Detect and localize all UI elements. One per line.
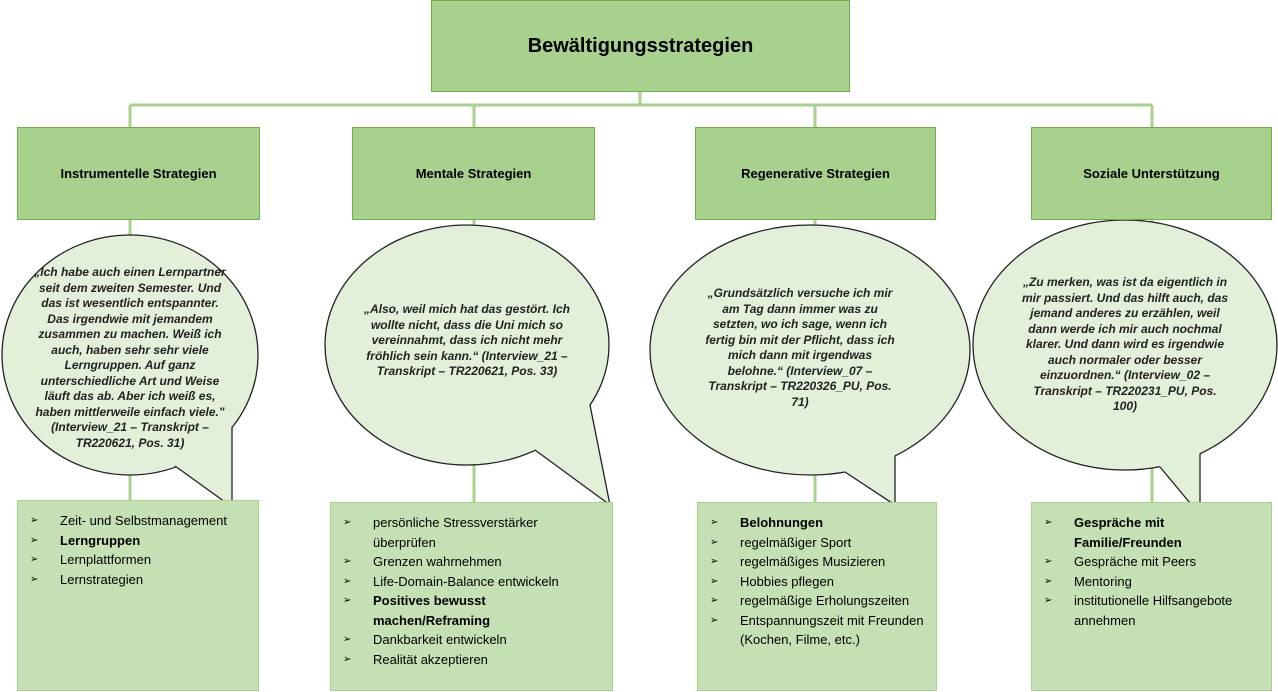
list-item: ➢ regelmäßiges Musizieren [710, 552, 928, 572]
list-item: ➢ institutionelle Hilfsangebote annehmen [1044, 591, 1263, 630]
list-item-text: regelmäßiges Musizieren [740, 554, 886, 569]
speech-bubble-tail [1125, 345, 1200, 515]
speech-bubble-tail [467, 345, 610, 505]
arrow-bullet-icon: ➢ [30, 534, 39, 546]
strategy-list-social: ➢ Gespräche mit Familie/Freunden ➢ Gespräch… [1031, 502, 1272, 691]
list-item: ➢ Gespräche mit Familie/Freunden [1044, 513, 1263, 552]
list-item: ➢ persönliche Stressverstärker überprüfen [343, 513, 604, 552]
arrow-bullet-icon: ➢ [710, 536, 719, 548]
arrow-bullet-icon: ➢ [1044, 575, 1053, 587]
category-label: Mentale Strategien [415, 166, 532, 181]
arrow-bullet-icon: ➢ [710, 517, 719, 528]
arrow-bullet-icon: ➢ [30, 573, 39, 585]
list-item-text: Positives bewusst machen/Reframing [373, 593, 491, 628]
list-item: ➢ Lerngruppen [30, 531, 250, 551]
list-item-text: Gespräche mit Peers [1074, 554, 1197, 569]
list-item: ➢ Lernstrategien [30, 570, 250, 590]
root-title: Bewältigungsstrategien [527, 34, 754, 57]
list-item-text: Lerngruppen [60, 532, 141, 548]
list-item-text: Lernplattformen [60, 552, 152, 567]
quote-text: „Also, weil mich hat das gestört. Ich wo… [363, 302, 571, 378]
list-item: ➢ Entspannungszeit mit Freunden (Kochen, … [710, 611, 928, 650]
strategy-list-instrumental: ➢Zeit- und Selbstmanagement➢Lerngruppen➢… [17, 500, 259, 691]
arrow-bullet-icon: ➢ [710, 614, 719, 626]
arrow-bullet-icon: ➢ [1044, 595, 1053, 606]
arrow-bullet-icon: ➢ [343, 653, 352, 665]
list-item-text: persönliche Stressverstärker überprüfen [373, 515, 538, 550]
category-box-instrumental: Instrumentelle Strategien [17, 127, 260, 220]
list-item-text: Zeit- und Selbstmanagement [60, 513, 227, 528]
list-item-text: Life-Domain-Balance entwickeln [373, 573, 559, 589]
list-item: ➢ Mentoring [1044, 572, 1263, 592]
arrow-bullet-icon: ➢ [30, 515, 39, 526]
list-item-text: Gespräche mit Familie/Freunden [1074, 515, 1182, 550]
category-box-mental: Mentale Strategien [352, 127, 595, 220]
arrow-bullet-icon: ➢ [343, 634, 352, 645]
list-item: ➢ Life-Domain-Balance entwickeln [343, 572, 604, 592]
quote-text: „Ich habe auch einen Lernpartner seit de… [34, 265, 226, 450]
list-item: ➢ Positives bewusst machen/Reframing [343, 591, 604, 630]
category-label: Instrumentelle Strategien [60, 166, 217, 181]
list-item: ➢ Hobbies pflegen [710, 572, 928, 592]
list-item-text: Mentoring [1074, 573, 1132, 589]
strategy-list-regenerative: ➢ Belohnungen ➢ regelmäßiger Sport ➢ regelmäß… [697, 502, 937, 691]
arrow-bullet-icon: ➢ [30, 554, 39, 565]
strategy-list-mental: ➢ persönliche Stressverstärker überprüfen… [330, 502, 613, 691]
list-item-text: Belohnungen [740, 515, 824, 530]
list-item: ➢ Gespräche mit Peers [1044, 552, 1263, 572]
quote-text: „Grundsätzlich versuche ich mir am Tag d… [705, 286, 895, 409]
arrow-bullet-icon: ➢ [710, 556, 719, 567]
list-item-text: Entspannungszeit mit Freunden (Kochen, F… [740, 612, 924, 648]
list-item-text: Dankbarkeit entwickeln [373, 632, 507, 647]
root-box: Bewältigungsstrategien [431, 0, 850, 92]
quote-text: „Zu merken, was ist da eigentlich in mir… [1021, 275, 1229, 413]
category-label: Regenerative Strategien [741, 166, 890, 181]
list-item-text: regelmäßiger Sport [740, 534, 852, 550]
category-box-social: Soziale Unterstützung [1031, 127, 1272, 220]
list-item-text: institutionelle Hilfsangebote annehmen [1074, 593, 1233, 628]
speech-bubble-tail [130, 355, 232, 507]
arrow-bullet-icon: ➢ [343, 595, 352, 606]
arrow-bullet-icon: ➢ [343, 575, 352, 587]
list-item: ➢ Zeit- und Selbstmanagement [30, 511, 250, 531]
category-box-regenerative: Regenerative Strategien [695, 127, 936, 220]
list-item-text: Lernstrategien [60, 571, 144, 587]
arrow-bullet-icon: ➢ [343, 556, 352, 567]
arrow-bullet-icon: ➢ [343, 517, 352, 528]
list-item-text: regelmäßige Erholungszeiten [740, 593, 910, 608]
list-item: ➢ Grenzen wahrnehmen [343, 552, 604, 572]
list-item-text: Grenzen wahrnehmen [373, 554, 502, 569]
list-item: ➢ Dankbarkeit entwickeln [343, 630, 604, 650]
list-item: ➢ regelmäßige Erholungszeiten [710, 591, 928, 611]
category-label: Soziale Unterstützung [1083, 166, 1220, 181]
arrow-bullet-icon: ➢ [710, 575, 719, 587]
arrow-bullet-icon: ➢ [710, 595, 719, 606]
arrow-bullet-icon: ➢ [1044, 517, 1053, 528]
list-item: ➢ Realität akzeptieren [343, 650, 604, 670]
list-item: ➢ regelmäßiger Sport [710, 533, 928, 553]
speech-bubble-tail [810, 350, 895, 505]
arrow-bullet-icon: ➢ [1044, 556, 1053, 567]
list-item: ➢ Lernplattformen [30, 550, 250, 570]
list-item: ➢ Belohnungen [710, 513, 928, 533]
list-item-text: Realität akzeptieren [373, 651, 488, 667]
list-item-text: Hobbies pflegen [740, 573, 834, 589]
